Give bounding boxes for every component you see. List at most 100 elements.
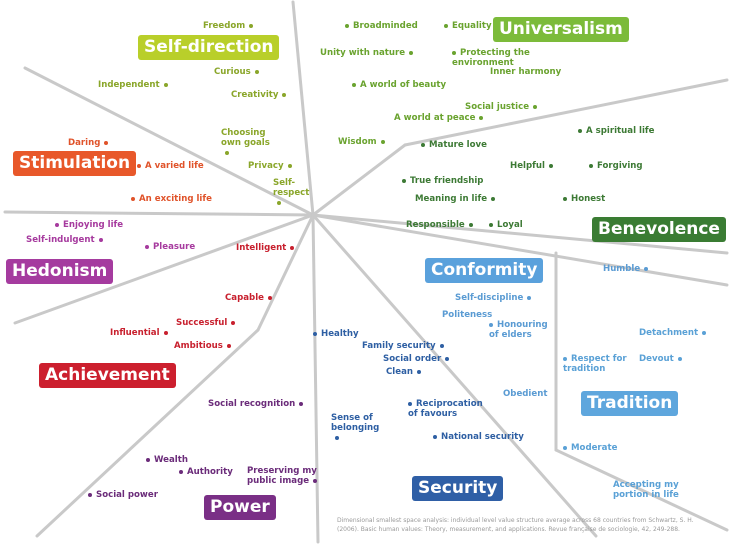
- value-dot: [445, 356, 450, 361]
- category-conformity: Conformity: [425, 258, 544, 283]
- value-item: Pleasure: [145, 242, 195, 252]
- category-stimulation: Stimulation: [13, 151, 137, 176]
- value-dot: [380, 139, 385, 144]
- value-item: Equality: [444, 21, 492, 31]
- value-item: Honouring of elders: [489, 320, 548, 340]
- value-item: Preserving my public image: [247, 466, 318, 486]
- value-item: Independent: [98, 80, 168, 90]
- category-hedonism: Hedonism: [6, 259, 114, 284]
- value-item: Intelligent: [236, 243, 295, 253]
- value-item: Loyal: [489, 220, 523, 230]
- category-universalism: Universalism: [493, 17, 629, 42]
- category-security: Security: [412, 476, 504, 501]
- value-dot: [702, 330, 707, 335]
- value-dot: [402, 178, 406, 183]
- value-dot: [548, 163, 553, 168]
- value-item: Curious: [214, 67, 259, 77]
- divider-line: [311, 213, 729, 255]
- value-dot: [179, 469, 183, 474]
- value-dot: [563, 196, 567, 201]
- value-item: Moderate: [563, 443, 617, 453]
- divider-line: [311, 213, 320, 544]
- value-item: Freedom: [203, 21, 254, 31]
- value-dot: [98, 237, 103, 242]
- value-dot: [55, 222, 59, 227]
- value-dot: [489, 222, 493, 227]
- divider-line: [13, 213, 315, 325]
- divider-line: [403, 78, 729, 147]
- value-dot: [589, 163, 593, 168]
- value-item: An exciting life: [131, 194, 212, 204]
- value-dot: [226, 343, 231, 348]
- value-dot: [313, 478, 318, 483]
- value-dot: [104, 140, 109, 145]
- value-dot: [299, 401, 304, 406]
- value-dot: [452, 50, 456, 55]
- value-item: Social justice: [465, 102, 538, 112]
- value-dot: [145, 244, 149, 249]
- value-dot: [578, 128, 582, 133]
- value-item: Sense of belonging: [331, 413, 381, 443]
- value-dot: [439, 343, 444, 348]
- source-note: Dimensional smallest space analysis: ind…: [337, 517, 694, 533]
- category-tradition: Tradition: [581, 391, 679, 416]
- value-item: Healthy: [313, 329, 359, 339]
- value-item: Capable: [225, 293, 272, 303]
- value-dot: [433, 434, 437, 439]
- value-item: Successful: [176, 318, 236, 328]
- value-item: Reciprocation of favours: [408, 399, 483, 419]
- divider-line: [3, 210, 315, 217]
- value-item: Choosing own goals: [221, 128, 276, 158]
- value-dot: [563, 445, 567, 450]
- value-item: Authority: [179, 467, 233, 477]
- category-self-direction: Self-direction: [138, 35, 280, 60]
- category-benevolence: Benevolence: [592, 217, 726, 242]
- value-dot: [267, 295, 272, 300]
- value-item: Influential: [110, 328, 168, 338]
- value-dot: [163, 330, 168, 335]
- value-item: Enjoying life: [55, 220, 123, 230]
- value-dot: [225, 150, 229, 155]
- value-dot: [479, 115, 484, 120]
- value-item: Family security: [362, 341, 444, 351]
- value-item: Self-respect: [273, 178, 309, 208]
- value-item: Clean: [386, 367, 421, 377]
- value-item: A world at peace: [394, 113, 484, 123]
- value-item: Obedient: [503, 389, 548, 399]
- value-dot: [146, 457, 150, 462]
- value-dot: [563, 356, 567, 361]
- value-dot: [644, 266, 649, 271]
- value-item: A varied life: [137, 161, 204, 171]
- value-dot: [131, 196, 135, 201]
- value-item: Self-discipline: [455, 293, 532, 303]
- value-item: Creativity: [231, 90, 287, 100]
- value-dot: [533, 104, 538, 109]
- value-item: Politeness: [442, 310, 493, 320]
- value-item: Unity with nature: [320, 48, 414, 58]
- value-item: Meaning in life: [415, 194, 496, 204]
- value-dot: [444, 23, 448, 28]
- value-dot: [335, 435, 339, 440]
- value-dot: [290, 245, 295, 250]
- value-item: Broadminded: [345, 21, 418, 31]
- value-dot: [249, 23, 254, 28]
- value-item: Privacy: [248, 161, 292, 171]
- divider-line: [311, 213, 598, 538]
- value-item: A spiritual life: [578, 126, 654, 136]
- value-item: Devout: [639, 354, 682, 364]
- value-item: Ambitious: [174, 341, 231, 351]
- value-item: Wisdom: [338, 137, 385, 147]
- category-power: Power: [204, 495, 276, 520]
- value-item: Social power: [88, 490, 158, 500]
- value-item: Social recognition: [208, 399, 304, 409]
- value-item: A world of beauty: [352, 80, 446, 90]
- value-dot: [421, 142, 425, 147]
- value-item: Helpful: [510, 161, 553, 171]
- value-item: Self-indulgent: [26, 235, 103, 245]
- value-dot: [313, 331, 317, 336]
- value-item: Responsible: [406, 220, 473, 230]
- divider-line: [311, 143, 407, 217]
- value-dot: [282, 92, 287, 97]
- value-dot: [408, 401, 412, 406]
